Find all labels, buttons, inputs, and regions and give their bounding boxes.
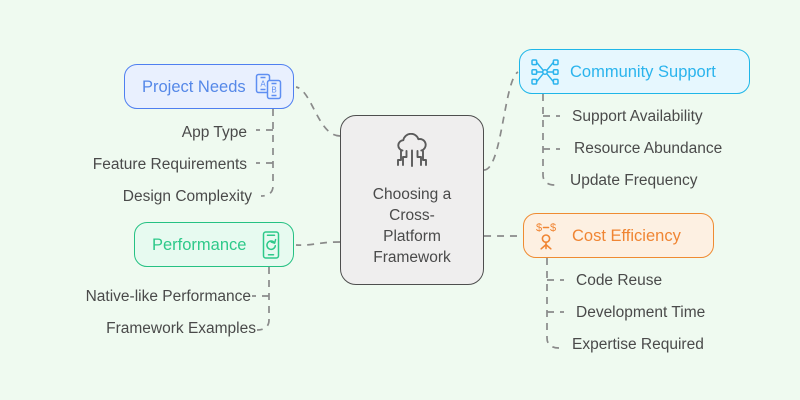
leaf-label: Framework Examples xyxy=(106,320,256,337)
leaf-update-frequency[interactable]: Update Frequency xyxy=(570,172,698,190)
leaf-expertise-required[interactable]: Expertise Required xyxy=(572,336,704,354)
branch-label-cost-efficiency: Cost Efficiency xyxy=(572,226,681,245)
center-title-line-2: Cross- xyxy=(389,206,435,224)
leaf-label: Expertise Required xyxy=(572,336,704,353)
leaf-label: Feature Requirements xyxy=(92,156,247,173)
leaf-label: Code Reuse xyxy=(576,272,663,289)
leaf-label: Support Availability xyxy=(572,108,703,125)
svg-text:A: A xyxy=(260,79,266,88)
branch-node-performance[interactable]: Performance xyxy=(134,222,294,267)
connector-center-to-community-support xyxy=(483,71,519,171)
leaf-framework-examples[interactable]: Framework Examples xyxy=(106,320,256,338)
svg-text:B: B xyxy=(271,85,276,94)
leaf-support-availability[interactable]: Support Availability xyxy=(572,108,703,126)
leaf-design-complexity[interactable]: Design Complexity xyxy=(123,188,252,206)
center-title-line-3: Platform xyxy=(383,227,441,245)
leaf-code-reuse[interactable]: Code Reuse xyxy=(576,272,662,290)
svg-text:$: $ xyxy=(536,222,542,234)
connector-cost-spine xyxy=(546,258,560,349)
person-dollar-icon: $ $ xyxy=(534,220,564,252)
center-node[interactable]: Choosing a Cross- Platform Framework xyxy=(340,115,484,285)
connector-performance-spine xyxy=(256,267,270,331)
connector-center-to-project-needs xyxy=(295,86,341,137)
branch-node-cost-efficiency[interactable]: $ $ Cost Efficiency xyxy=(523,213,714,258)
phone-refresh-icon xyxy=(259,230,283,260)
center-node-title: Choosing a Cross- Platform Framework xyxy=(356,184,468,268)
two-devices-icon: A B xyxy=(255,72,283,102)
center-title-line-4: Framework xyxy=(373,248,451,266)
branch-node-community-support[interactable]: Community Support xyxy=(519,49,750,94)
center-title-line-1: Choosing a xyxy=(372,185,452,203)
leaf-label: Development Time xyxy=(576,304,706,321)
leaf-label: Update Frequency xyxy=(570,172,698,189)
leaf-native-like-performance[interactable]: Native-like Performance xyxy=(86,288,251,306)
svg-text:$: $ xyxy=(550,222,556,234)
branch-node-project-needs[interactable]: Project Needs A B xyxy=(124,64,294,109)
leaf-label: Design Complexity xyxy=(122,188,252,205)
leaf-label: App Type xyxy=(181,124,247,141)
connector-project-needs-spine xyxy=(260,109,274,197)
cloud-circuit-icon xyxy=(389,132,435,178)
leaf-development-time[interactable]: Development Time xyxy=(576,304,705,322)
leaf-label: Native-like Performance xyxy=(85,288,251,305)
leaf-label: Resource Abundance xyxy=(574,140,723,157)
leaf-resource-abundance[interactable]: Resource Abundance xyxy=(574,140,722,158)
branch-label-project-needs: Project Needs xyxy=(142,77,246,96)
leaf-app-type[interactable]: App Type xyxy=(182,124,247,142)
branch-label-performance: Performance xyxy=(152,235,247,254)
connector-center-to-performance xyxy=(295,241,341,247)
connector-community-spine xyxy=(542,94,556,186)
branch-label-community-support: Community Support xyxy=(570,62,716,81)
leaf-feature-requirements[interactable]: Feature Requirements xyxy=(93,156,247,174)
network-nodes-icon xyxy=(530,57,560,87)
